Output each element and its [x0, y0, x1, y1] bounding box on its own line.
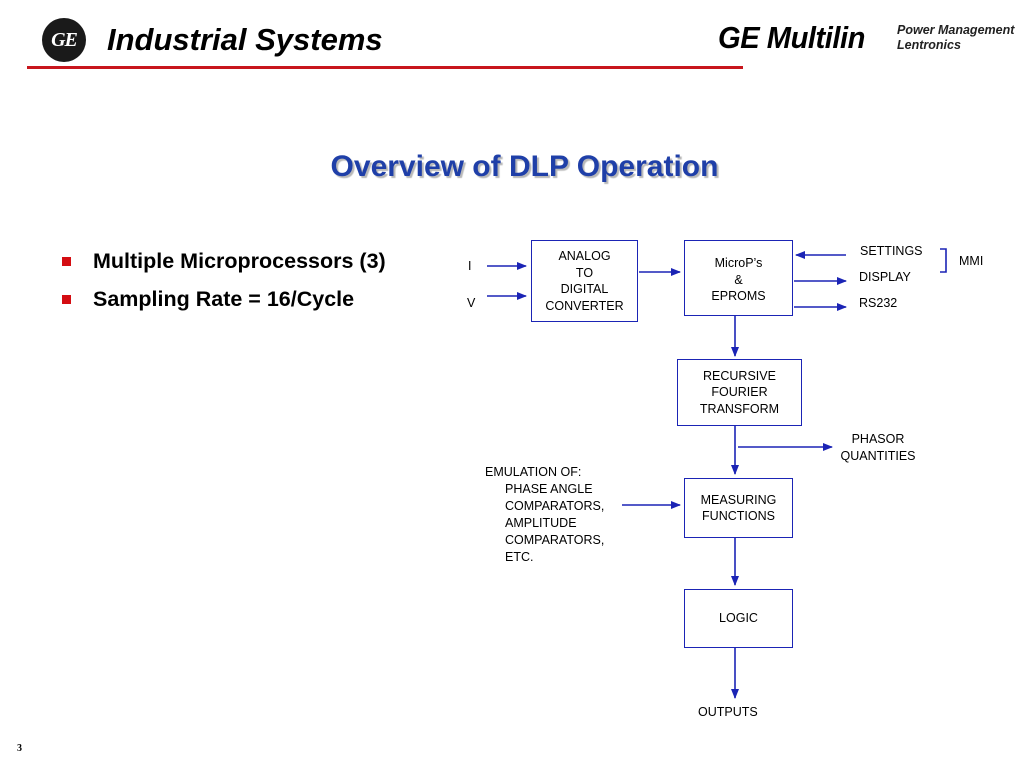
page-number: 3: [17, 743, 22, 754]
adc-line: DIGITAL: [560, 282, 609, 296]
bullet-square-icon: [62, 294, 71, 304]
header-title: Industrial Systems: [107, 22, 383, 57]
brand-sub-lentronics: Lentronics: [897, 38, 961, 52]
bullet-list: Multiple Microprocessors (3) Sampling Ra…: [62, 242, 386, 318]
outputs-label: OUTPUTS: [698, 705, 758, 719]
bullet-text: Sampling Rate = 16/Cycle: [93, 286, 355, 311]
emulation-line: COMPARATORS,: [505, 533, 605, 547]
input-v-label: V: [467, 296, 476, 310]
measuring-line: MEASURING: [700, 492, 777, 507]
bullet-item: Multiple Microprocessors (3): [62, 242, 386, 280]
slide-title: Overview of DLP Operation: [330, 150, 719, 183]
emulation-line: ETC.: [505, 550, 534, 564]
emulation-line: COMPARATORS,: [505, 499, 605, 513]
emulation-heading: EMULATION OF:: [485, 465, 582, 479]
adc-line: TO: [575, 265, 594, 280]
logic-box: LOGIC: [684, 589, 793, 648]
phasor-line: QUANTITIES: [840, 449, 916, 463]
phasor-label: PHASOR QUANTITIES: [832, 431, 924, 465]
bullet-item: Sampling Rate = 16/Cycle: [62, 280, 386, 318]
phasor-line: PHASOR: [851, 432, 905, 446]
measuring-box: MEASURING FUNCTIONS: [684, 478, 793, 538]
bullet-square-icon: [62, 256, 71, 266]
micro-line: MicroP’s: [714, 256, 763, 270]
emulation-line: AMPLITUDE: [505, 516, 577, 530]
bullet-text: Multiple Microprocessors (3): [93, 248, 386, 273]
settings-label: SETTINGS: [860, 244, 923, 258]
fourier-line: RECURSIVE: [703, 368, 776, 383]
measuring-line: FUNCTIONS: [702, 509, 775, 523]
mmi-bracket: [940, 248, 947, 273]
fourier-box: RECURSIVE FOURIER TRANSFORM: [677, 359, 802, 426]
fourier-line: FOURIER: [711, 385, 768, 400]
adc-line: ANALOG: [558, 249, 611, 263]
brand-subtitle: Power Management Lentronics: [897, 23, 1014, 53]
mmi-label: MMI: [959, 254, 984, 268]
logic-label: LOGIC: [719, 611, 758, 626]
adc-line: CONVERTER: [545, 298, 624, 313]
ge-logo-text: GE: [51, 28, 78, 51]
fourier-line: TRANSFORM: [699, 401, 780, 416]
adc-box: ANALOG TO DIGITAL CONVERTER: [531, 240, 638, 322]
rs232-label: RS232: [859, 296, 898, 310]
micro-line: EPROMS: [711, 289, 766, 303]
display-label: DISPLAY: [859, 270, 911, 284]
ge-logo: GE: [42, 18, 86, 62]
header-rule: [27, 66, 743, 69]
brand-name: GE Multilin: [718, 20, 865, 55]
emulation-line: PHASE ANGLE: [505, 482, 593, 496]
brand-sub-power-management: Power Management: [897, 23, 1015, 37]
micro-box: MicroP’s & EPROMS: [684, 240, 793, 316]
input-i-label: I: [468, 259, 472, 273]
emulation-label: EMULATION OF: PHASE ANGLE COMPARATORS, A…: [485, 464, 604, 566]
micro-line: &: [734, 272, 743, 287]
